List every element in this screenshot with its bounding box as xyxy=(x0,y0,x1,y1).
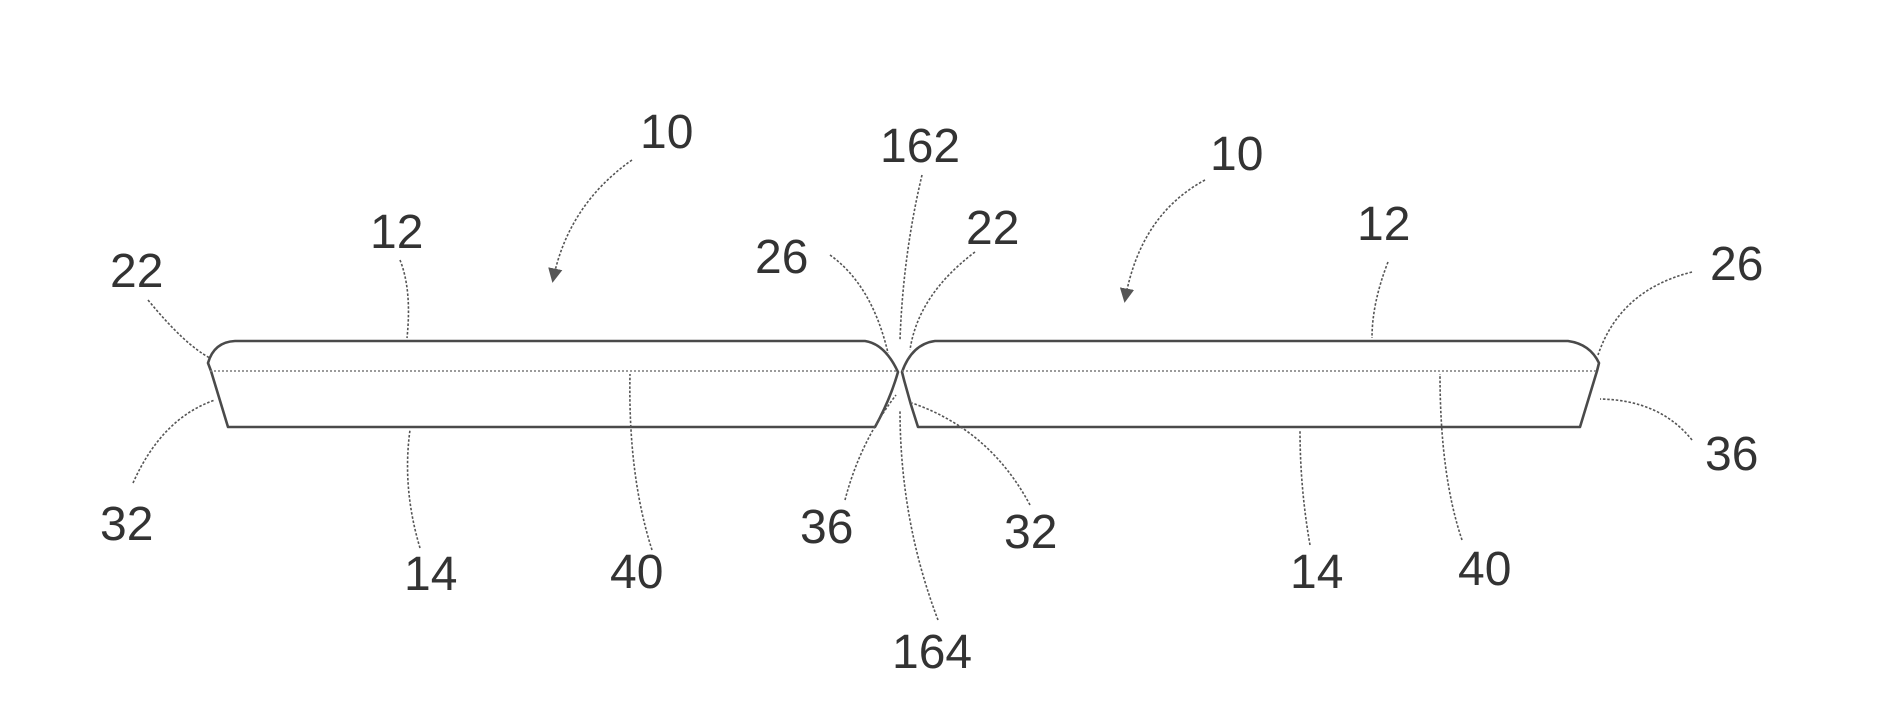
leader-32-left xyxy=(133,400,215,483)
label-32-left: 32 xyxy=(100,498,153,551)
leader-36-left xyxy=(845,395,896,500)
label-26-right: 26 xyxy=(1710,238,1763,291)
leader-26-right xyxy=(1598,272,1692,355)
label-32-right: 32 xyxy=(1004,506,1057,559)
label-12-left: 12 xyxy=(370,206,423,259)
leader-14-right xyxy=(1300,430,1310,545)
label-36-left: 36 xyxy=(800,501,853,554)
leader-10-left xyxy=(553,160,632,280)
leader-12-right xyxy=(1372,262,1388,338)
label-164: 164 xyxy=(892,626,972,679)
label-10-right: 10 xyxy=(1210,128,1263,181)
leader-36-right xyxy=(1600,399,1692,440)
label-14-left: 14 xyxy=(404,548,457,601)
right-board-leaders xyxy=(910,180,1692,545)
leader-40-left xyxy=(630,374,652,550)
label-36-right: 36 xyxy=(1705,428,1758,481)
right-board-outline xyxy=(902,341,1599,427)
leader-162 xyxy=(900,175,922,340)
right-board xyxy=(902,341,1599,427)
label-26-left: 26 xyxy=(755,231,808,284)
left-board-leaders xyxy=(133,160,896,550)
joint-leaders xyxy=(900,175,938,620)
leader-22-right xyxy=(910,252,975,350)
label-12-right: 12 xyxy=(1357,198,1410,251)
label-40-left: 40 xyxy=(610,546,663,599)
label-14-right: 14 xyxy=(1290,546,1343,599)
leader-164 xyxy=(900,410,938,620)
label-22-right: 22 xyxy=(966,202,1019,255)
leader-26-left xyxy=(830,255,888,353)
leader-12-left xyxy=(400,260,408,338)
leader-40-right xyxy=(1440,374,1462,540)
label-40-right: 40 xyxy=(1458,543,1511,596)
left-board xyxy=(208,341,898,427)
leader-22-left xyxy=(148,300,210,358)
leader-32-right xyxy=(912,403,1030,505)
label-22-left: 22 xyxy=(110,245,163,298)
left-board-outline xyxy=(208,341,898,427)
leader-14-left xyxy=(408,430,420,548)
label-10-left: 10 xyxy=(640,106,693,159)
label-162: 162 xyxy=(880,120,960,173)
leader-10-right xyxy=(1125,180,1205,300)
